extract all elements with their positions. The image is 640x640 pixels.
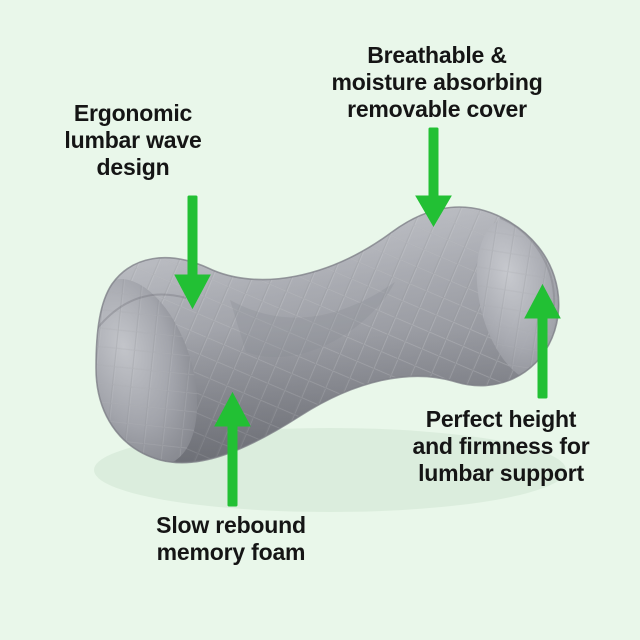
up-arrow-icon-height: [524, 283, 561, 399]
up-arrow-icon-foam: [214, 391, 251, 507]
callout-label-memory-foam: Slow rebound memory foam: [156, 512, 306, 566]
pillow-outline: [95, 206, 560, 464]
callout-label-breathable: Breathable & moisture absorbing removabl…: [331, 42, 543, 123]
down-arrow-icon-ergonomic: [174, 195, 211, 310]
callout-label-height-firmness: Perfect height and firmness for lumbar s…: [412, 406, 590, 487]
callout-label-ergonomic: Ergonomic lumbar wave design: [64, 100, 202, 181]
down-arrow-icon-breathable: [415, 127, 452, 227]
